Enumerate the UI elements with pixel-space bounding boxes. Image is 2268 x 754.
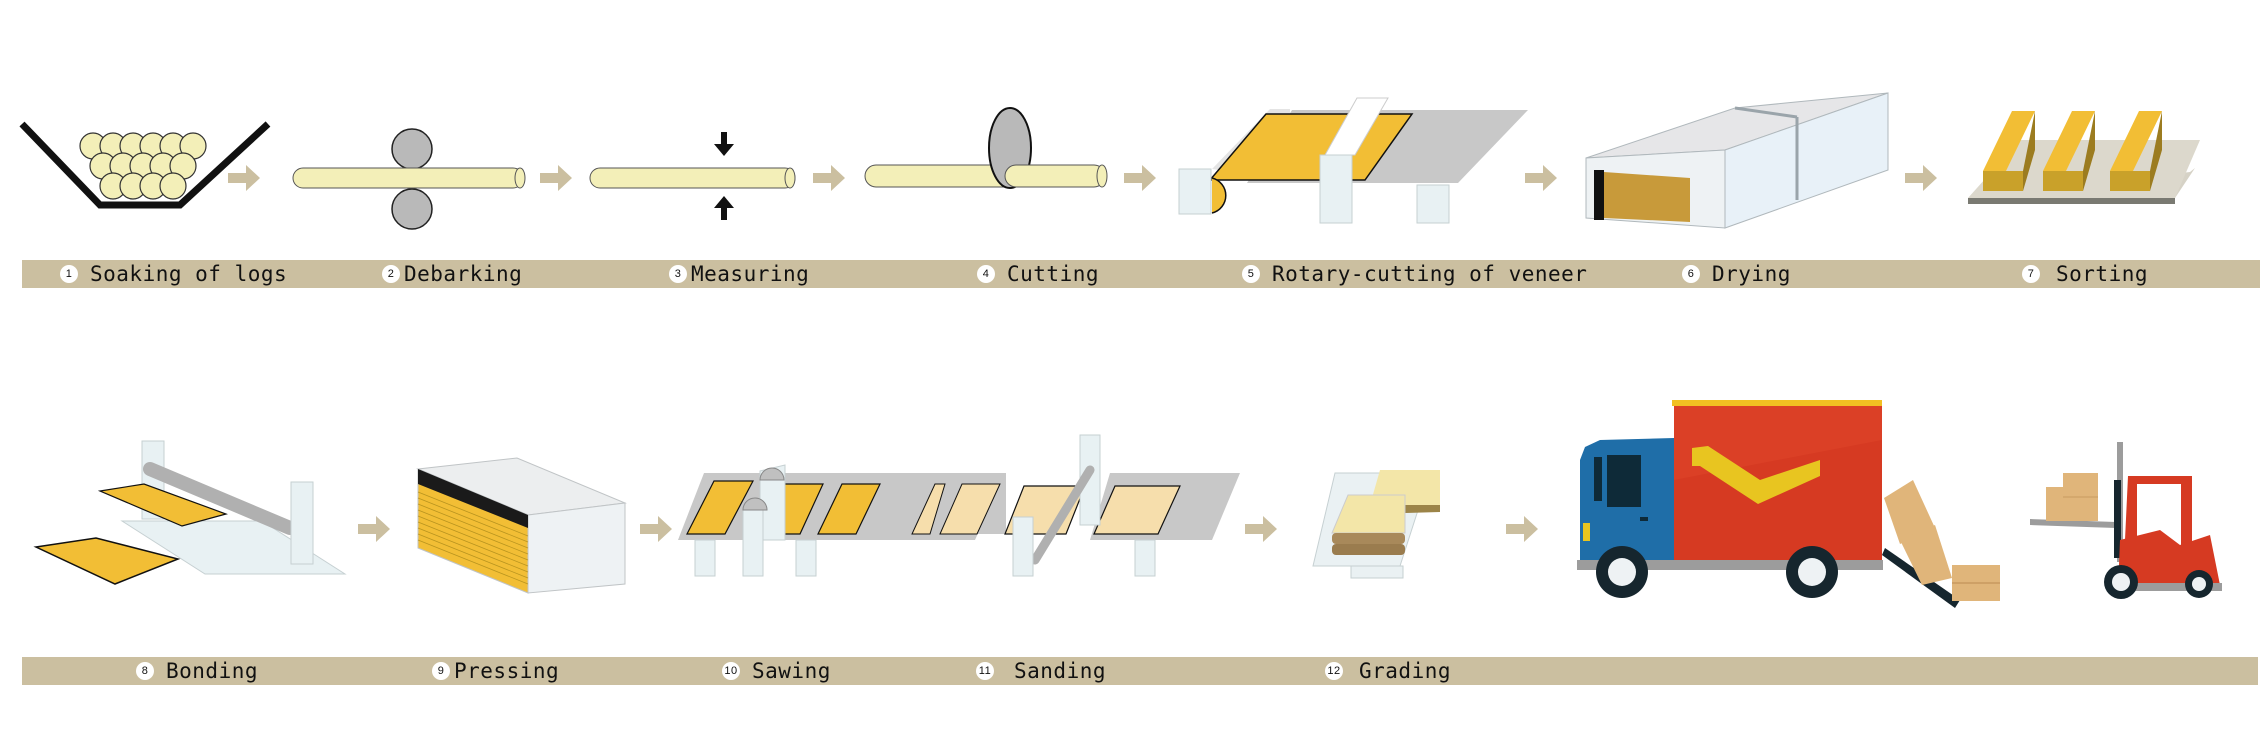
flow-arrow-icon xyxy=(540,165,572,191)
measuring-arrows-icon xyxy=(589,132,796,220)
step-label: 1 Soaking of logs xyxy=(60,260,287,288)
delivery-truck-icon xyxy=(1577,400,2000,608)
step-number-badge: 10 xyxy=(722,662,740,680)
rotary-lathe-icon xyxy=(1178,97,1528,224)
step-title: Drying xyxy=(1712,262,1791,286)
step-number-badge: 9 xyxy=(432,662,450,680)
step-number-badge: 6 xyxy=(1682,265,1700,283)
flow-arrow-icon xyxy=(1506,516,1538,542)
step-title: Measuring xyxy=(691,262,810,286)
flow-arrow-icon xyxy=(1124,165,1156,191)
step-number-badge: 8 xyxy=(136,662,154,680)
hot-press-icon xyxy=(416,457,627,594)
forklift-icon xyxy=(2030,442,2222,599)
step-label: 10 Sawing xyxy=(722,657,831,685)
step-number-badge: 2 xyxy=(382,265,400,283)
step-label: 7 Sorting xyxy=(2022,260,2148,288)
step-title: Grading xyxy=(1359,659,1452,683)
step-label: 11 Sanding xyxy=(976,657,1106,685)
flow-arrow-icon xyxy=(1905,165,1937,191)
sanding-line-icon xyxy=(911,434,1240,577)
step-label: 3 Measuring xyxy=(669,260,809,288)
soaking-tank-icon xyxy=(19,121,271,209)
step-title: Bonding xyxy=(166,659,259,683)
flow-arrow-icon xyxy=(358,516,390,542)
step-number-badge: 5 xyxy=(1242,265,1260,283)
step-label: 8 Bonding xyxy=(136,657,258,685)
step-title: Sorting xyxy=(2056,262,2149,286)
step-title: Sanding xyxy=(1014,659,1107,683)
flow-arrow-icon xyxy=(813,165,845,191)
glue-roller-icon xyxy=(33,440,347,585)
debarking-rollers-icon xyxy=(292,128,526,230)
dryer-tunnel-icon xyxy=(1585,92,1889,229)
step-label: 2 Debarking xyxy=(382,260,522,288)
circular-saw-icon xyxy=(864,107,1108,189)
label-strip-row-1: 1 Soaking of logs 2 Debarking 3 Measurin… xyxy=(22,260,2260,288)
sorted-veneer-stacks-icon xyxy=(1968,111,2200,204)
flow-arrow-icon xyxy=(1525,165,1557,191)
step-label: 9 Pressing xyxy=(432,657,559,685)
step-number-badge: 7 xyxy=(2022,265,2040,283)
step-label: 12 Grading xyxy=(1325,657,1451,685)
step-title: Soaking of logs xyxy=(90,262,288,286)
step-title: Debarking xyxy=(404,262,523,286)
step-title: Rotary-cutting of veneer xyxy=(1272,262,1588,286)
step-label: 4 Cutting xyxy=(977,260,1099,288)
label-strip-row-2: 8 Bonding 9 Pressing 10 Sawing 11 Sandin… xyxy=(22,657,2258,685)
graded-panel-stack-icon xyxy=(1312,470,1440,579)
step-label: 5 Rotary-cutting of veneer xyxy=(1242,260,1587,288)
step-title: Sawing xyxy=(752,659,831,683)
step-number-badge: 11 xyxy=(976,662,994,680)
step-number-badge: 1 xyxy=(60,265,78,283)
flow-arrow-icon xyxy=(1245,516,1277,542)
step-number-badge: 4 xyxy=(977,265,995,283)
flow-arrow-icon xyxy=(228,165,260,191)
step-title: Pressing xyxy=(454,659,560,683)
step-label: 6 Drying xyxy=(1682,260,1791,288)
flow-arrow-icon xyxy=(640,516,672,542)
step-number-badge: 12 xyxy=(1325,662,1343,680)
step-number-badge: 3 xyxy=(669,265,687,283)
step-title: Cutting xyxy=(1007,262,1100,286)
